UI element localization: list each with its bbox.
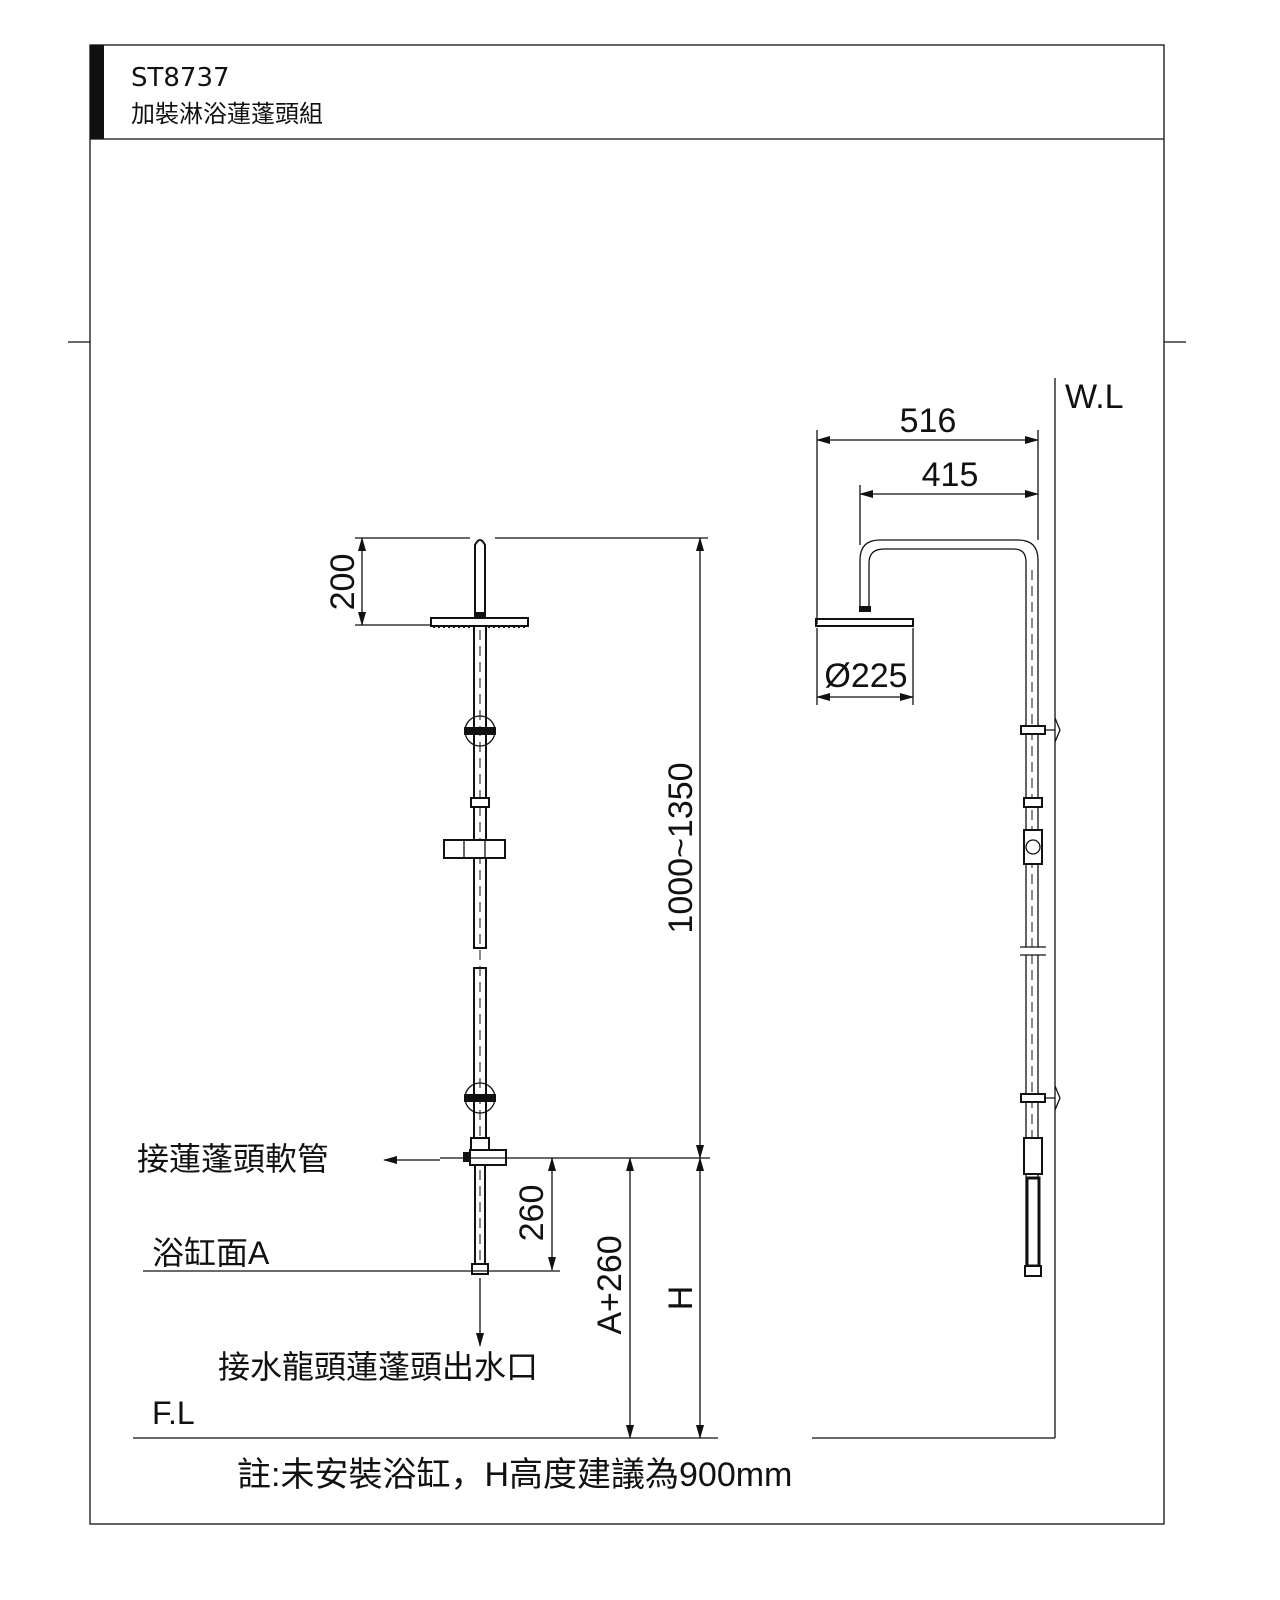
label-tub-surface: 浴缸面A xyxy=(152,1235,270,1271)
dim-height-range: 1000~1350 xyxy=(662,762,700,933)
dim-outlet-height: H xyxy=(662,1286,700,1311)
dim-reach-arm: 415 xyxy=(922,456,979,494)
front-view-shower-column xyxy=(430,539,529,1275)
header-accent-bar xyxy=(90,45,104,139)
dim-head-diameter: Ø225 xyxy=(824,657,907,695)
label-wall-line: W.L xyxy=(1065,378,1124,416)
side-rain-head xyxy=(815,618,914,627)
label-floor-level: F.L xyxy=(152,1395,195,1431)
sheet-frame xyxy=(89,44,1165,1525)
dim-arm-drop: 200 xyxy=(324,554,362,611)
hand-shower-holder xyxy=(443,839,506,859)
dim-reach-total: 516 xyxy=(900,402,957,440)
dim-outlet-above-tub: 260 xyxy=(513,1185,551,1242)
dim-outlet-height-tub: A+260 xyxy=(591,1235,629,1334)
side-view-shower-column xyxy=(815,539,1061,1277)
product-name: 加裝淋浴蓮蓬頭組 xyxy=(131,100,323,128)
model-number: ST8737 xyxy=(131,63,230,93)
label-hose-connection: 接蓮蓬頭軟管 xyxy=(137,1141,329,1177)
installation-note: 註:未安裝浴缸，H高度建議為900mm xyxy=(237,1456,792,1494)
label-faucet-outlet: 接水龍頭蓮蓬頭出水口 xyxy=(218,1349,538,1385)
